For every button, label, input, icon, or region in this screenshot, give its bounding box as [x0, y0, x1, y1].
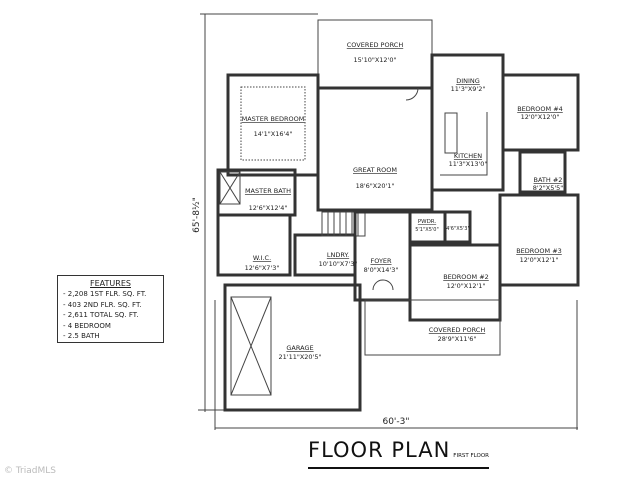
width-dimension: 60'-3"	[382, 417, 409, 427]
wic-size: 12'6"X7'3"	[245, 264, 280, 272]
laundry-name: LNDRY.	[327, 251, 349, 259]
covered-porch-front-name: COVERED PORCH	[429, 326, 486, 334]
covered-porch-front-size: 28'9"X11'6"	[438, 335, 477, 343]
bedroom-4-name: BEDROOM #4	[517, 105, 563, 113]
master-bedroom-name: MASTER BEDROOM	[242, 115, 305, 123]
master-bath-name: MASTER BATH	[245, 187, 291, 195]
plan-title-main: FLOOR PLAN	[308, 438, 451, 462]
closet-size: 4'6"X5'3"	[446, 226, 470, 232]
bedroom-3-size: 12'0"X12'1"	[520, 256, 559, 264]
dining-size: 11'3"X9'2"	[451, 85, 486, 93]
foyer-name: FOYER	[370, 257, 392, 265]
garage-size: 21'11"X20'5"	[279, 353, 322, 361]
bath-2-name: BATH #2	[534, 176, 563, 184]
kitchen-size: 11'3"X13'0"	[449, 160, 488, 168]
feature-item: - 4 BEDROOM	[63, 321, 111, 330]
master-bath-size: 12'6"X12'4"	[249, 204, 288, 212]
great-room-name: GREAT ROOM	[353, 166, 397, 174]
garage-name: GARAGE	[286, 344, 313, 352]
plan-title-sub: FIRST FLOOR	[453, 453, 489, 459]
feature-item: - 403 2ND FLR. SQ. FT.	[63, 300, 142, 309]
dimension-lines: 65'-8½" 60'-3"	[192, 13, 578, 430]
feature-item: - 2.5 BATH	[63, 332, 100, 340]
bedroom-2-size: 12'0"X12'1"	[447, 282, 486, 290]
master-bedroom-size: 14'1"X16'4"	[254, 130, 293, 138]
walls	[216, 19, 580, 412]
bedroom-4-size: 12'0"X12'0"	[521, 113, 560, 121]
powder-size: 5'1"X5'0"	[415, 227, 439, 233]
bedroom-2-name: BEDROOM #2	[443, 273, 489, 281]
covered-porch-rear-name: COVERED PORCH	[347, 41, 404, 49]
feature-item: - 2,611 TOTAL SQ. FT.	[63, 311, 139, 319]
great-room-size: 18'6"X20'1"	[356, 182, 395, 190]
bath-2-size: 8'2"X5'5"	[533, 184, 564, 192]
kitchen-name: KITCHEN	[454, 152, 482, 160]
features-box: FEATURES - 2,208 1ST FLR. SQ. FT. - 403 …	[57, 275, 164, 343]
feature-item: - 2,208 1ST FLR. SQ. FT.	[63, 290, 147, 298]
bedroom-3-name: BEDROOM #3	[516, 247, 562, 255]
watermark: © TriadMLS	[4, 466, 56, 476]
laundry-size: 10'10"X7'3"	[319, 260, 358, 268]
foyer-size: 8'0"X14'3"	[364, 266, 399, 274]
covered-porch-rear-size: 15'10"X12'0"	[354, 56, 397, 64]
depth-dimension: 65'-8½"	[192, 197, 202, 233]
features-title: FEATURES	[90, 279, 131, 288]
powder-name: PWDR.	[418, 219, 437, 225]
dining-name: DINING	[456, 77, 480, 85]
wic-name: W.I.C.	[253, 254, 271, 262]
room-labels: COVERED PORCH 15'10"X12'0" MASTER BEDROO…	[242, 41, 564, 361]
